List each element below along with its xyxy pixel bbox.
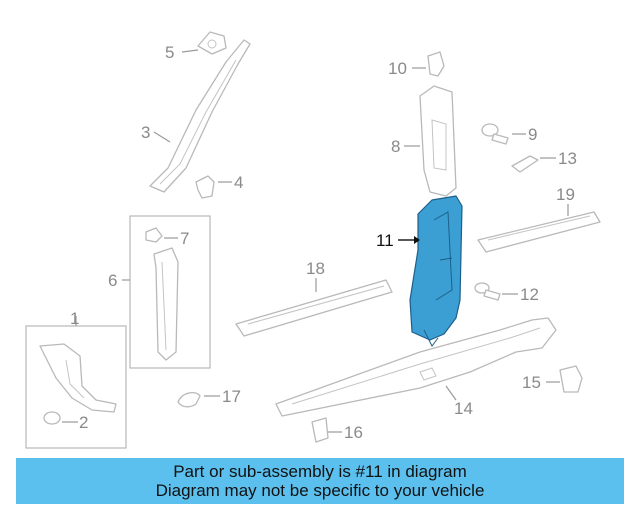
callout-2: 2	[79, 413, 88, 432]
part-16-clip[interactable]	[311, 417, 329, 443]
callout-14: 14	[454, 399, 473, 418]
part-1-trim[interactable]	[39, 343, 117, 413]
callout-6: 6	[108, 271, 117, 290]
banner-line-1: Part or sub-assembly is #11 in diagram	[173, 462, 467, 481]
callout-17: 17	[222, 387, 241, 406]
callout-15: 15	[522, 373, 541, 392]
callout-12: 12	[520, 285, 539, 304]
part-2-clip[interactable]	[43, 411, 61, 425]
part-10-clip[interactable]	[427, 51, 445, 77]
part-17-grommet[interactable]	[177, 391, 201, 408]
callout-18: 18	[306, 259, 325, 278]
leader-5	[181, 49, 199, 53]
banner-line-2: Diagram may not be specific to your vehi…	[155, 481, 485, 500]
part-9-bolt[interactable]	[481, 123, 509, 145]
part-12-bolt[interactable]	[474, 282, 501, 301]
callout-8: 8	[391, 137, 400, 156]
part-11-lower-b-pillar-trim[interactable]	[409, 195, 463, 347]
callout-1: 1	[70, 309, 79, 328]
part-7-clip[interactable]	[145, 227, 163, 243]
callout-10: 10	[388, 59, 407, 78]
callout-5: 5	[165, 43, 174, 62]
callout-7: 7	[180, 229, 189, 248]
part-5-clip[interactable]	[197, 31, 227, 55]
callout-3: 3	[141, 123, 150, 142]
callout-13: 13	[558, 149, 577, 168]
callout-16: 16	[344, 423, 363, 442]
leader-3	[153, 131, 171, 143]
leader-14	[445, 385, 457, 401]
callout-11: 11	[376, 231, 394, 250]
part-3-a-pillar-trim[interactable]	[149, 39, 251, 193]
part-15-clip[interactable]	[559, 365, 583, 393]
info-banner: Part or sub-assembly is #11 in diagram D…	[16, 458, 624, 504]
part-6-trim[interactable]	[153, 247, 179, 361]
part-19-sill-strip[interactable]	[477, 211, 601, 253]
part-13-cover[interactable]	[511, 155, 539, 173]
part-18-sill-strip[interactable]	[235, 279, 393, 337]
leader-11-arrow	[414, 236, 420, 244]
part-8-upper-b-pillar-trim[interactable]	[419, 85, 457, 197]
part-6-box	[129, 215, 211, 369]
callout-19: 19	[556, 185, 575, 204]
callout-9: 9	[528, 125, 537, 144]
callout-4: 4	[234, 173, 243, 192]
part-4-clip[interactable]	[195, 175, 215, 199]
part-14-side-sill[interactable]	[275, 317, 557, 417]
